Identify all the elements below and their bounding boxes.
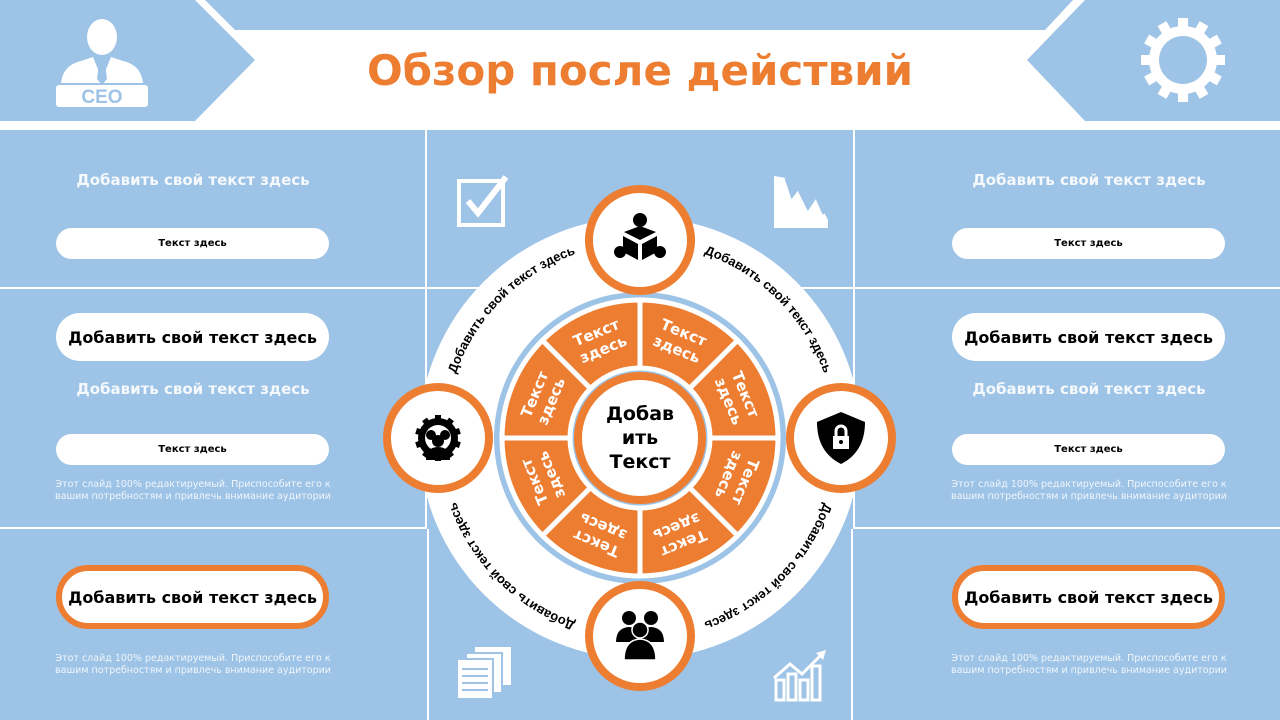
team-structure-icon: [614, 213, 666, 260]
gear-team-icon: [415, 415, 461, 461]
right-middle-note: Этот слайд 100% редактируемый. Приспособ…: [951, 479, 1227, 502]
hub-line-2: ить: [622, 427, 658, 449]
left-top-heading: Добавить свой текст здесь: [76, 171, 310, 189]
header-background: [0, 0, 1280, 130]
right-middle-pill[interactable]: Текст здесь: [952, 434, 1225, 465]
chart-down-icon: [774, 176, 828, 228]
left-top-pill[interactable]: Текст здесь: [56, 228, 329, 259]
node-left[interactable]: [383, 383, 493, 493]
gear-tooth: [450, 428, 461, 437]
node-bottom[interactable]: [585, 581, 695, 691]
hub-line-3: Текст: [609, 451, 670, 473]
right-top-panel: [855, 130, 1280, 287]
node-top[interactable]: [585, 185, 695, 295]
gear-tooth: [1178, 18, 1188, 32]
left-middle-note: Этот слайд 100% редактируемый. Приспособ…: [55, 479, 331, 502]
wheel-segment[interactable]: [538, 297, 643, 393]
left-middle-heading: Добавить свой текст здесь: [76, 380, 310, 398]
right-top-pill[interactable]: Текст здесь: [952, 228, 1225, 259]
gear-tooth: [415, 428, 426, 437]
gear-tooth: [435, 415, 441, 424]
page-title: Обзор после действий: [366, 46, 914, 95]
left-middle-pill[interactable]: Текст здесь: [56, 434, 329, 465]
gear-tooth: [443, 417, 454, 429]
right-top-heading: Добавить свой текст здесь: [972, 171, 1206, 189]
checkbox-icon: [457, 175, 509, 227]
right-middle-heading: Добавить свой текст здесь: [972, 380, 1206, 398]
gear-tooth: [450, 439, 461, 448]
gear-icon: [1141, 18, 1225, 102]
ceo-badge-label: CEO: [81, 87, 122, 108]
left-bottom-note: Этот слайд 100% редактируемый. Приспособ…: [55, 653, 331, 676]
gear-tooth: [1178, 88, 1188, 102]
right-middle-big-pill[interactable]: Добавить свой текст здесь: [952, 313, 1225, 361]
left-top-panel: [0, 130, 425, 287]
node-right[interactable]: [786, 383, 896, 493]
hub-circle[interactable]: [582, 380, 698, 496]
ceo-person-icon: CEO: [56, 19, 148, 108]
center-wheel-diagram: ТекстздесьТекстздесьТекстздесьТекстздесь…: [383, 185, 896, 691]
bar-chart-up-icon: [773, 650, 826, 702]
gear-tooth: [415, 439, 426, 448]
right-bottom-note: Этот слайд 100% редактируемый. Приспособ…: [951, 653, 1227, 676]
documents-icon: [456, 647, 511, 700]
security-shield-icon: [817, 412, 865, 464]
hub-line-1: Добав: [606, 403, 674, 425]
left-bottom-orange-pill[interactable]: Добавить свой текст здесь: [56, 565, 329, 629]
group-people-icon: [616, 611, 664, 661]
right-bottom-orange-pill[interactable]: Добавить свой текст здесь: [952, 565, 1225, 629]
gear-tooth: [422, 417, 433, 429]
left-middle-big-pill[interactable]: Добавить свой текст здесь: [56, 313, 329, 361]
